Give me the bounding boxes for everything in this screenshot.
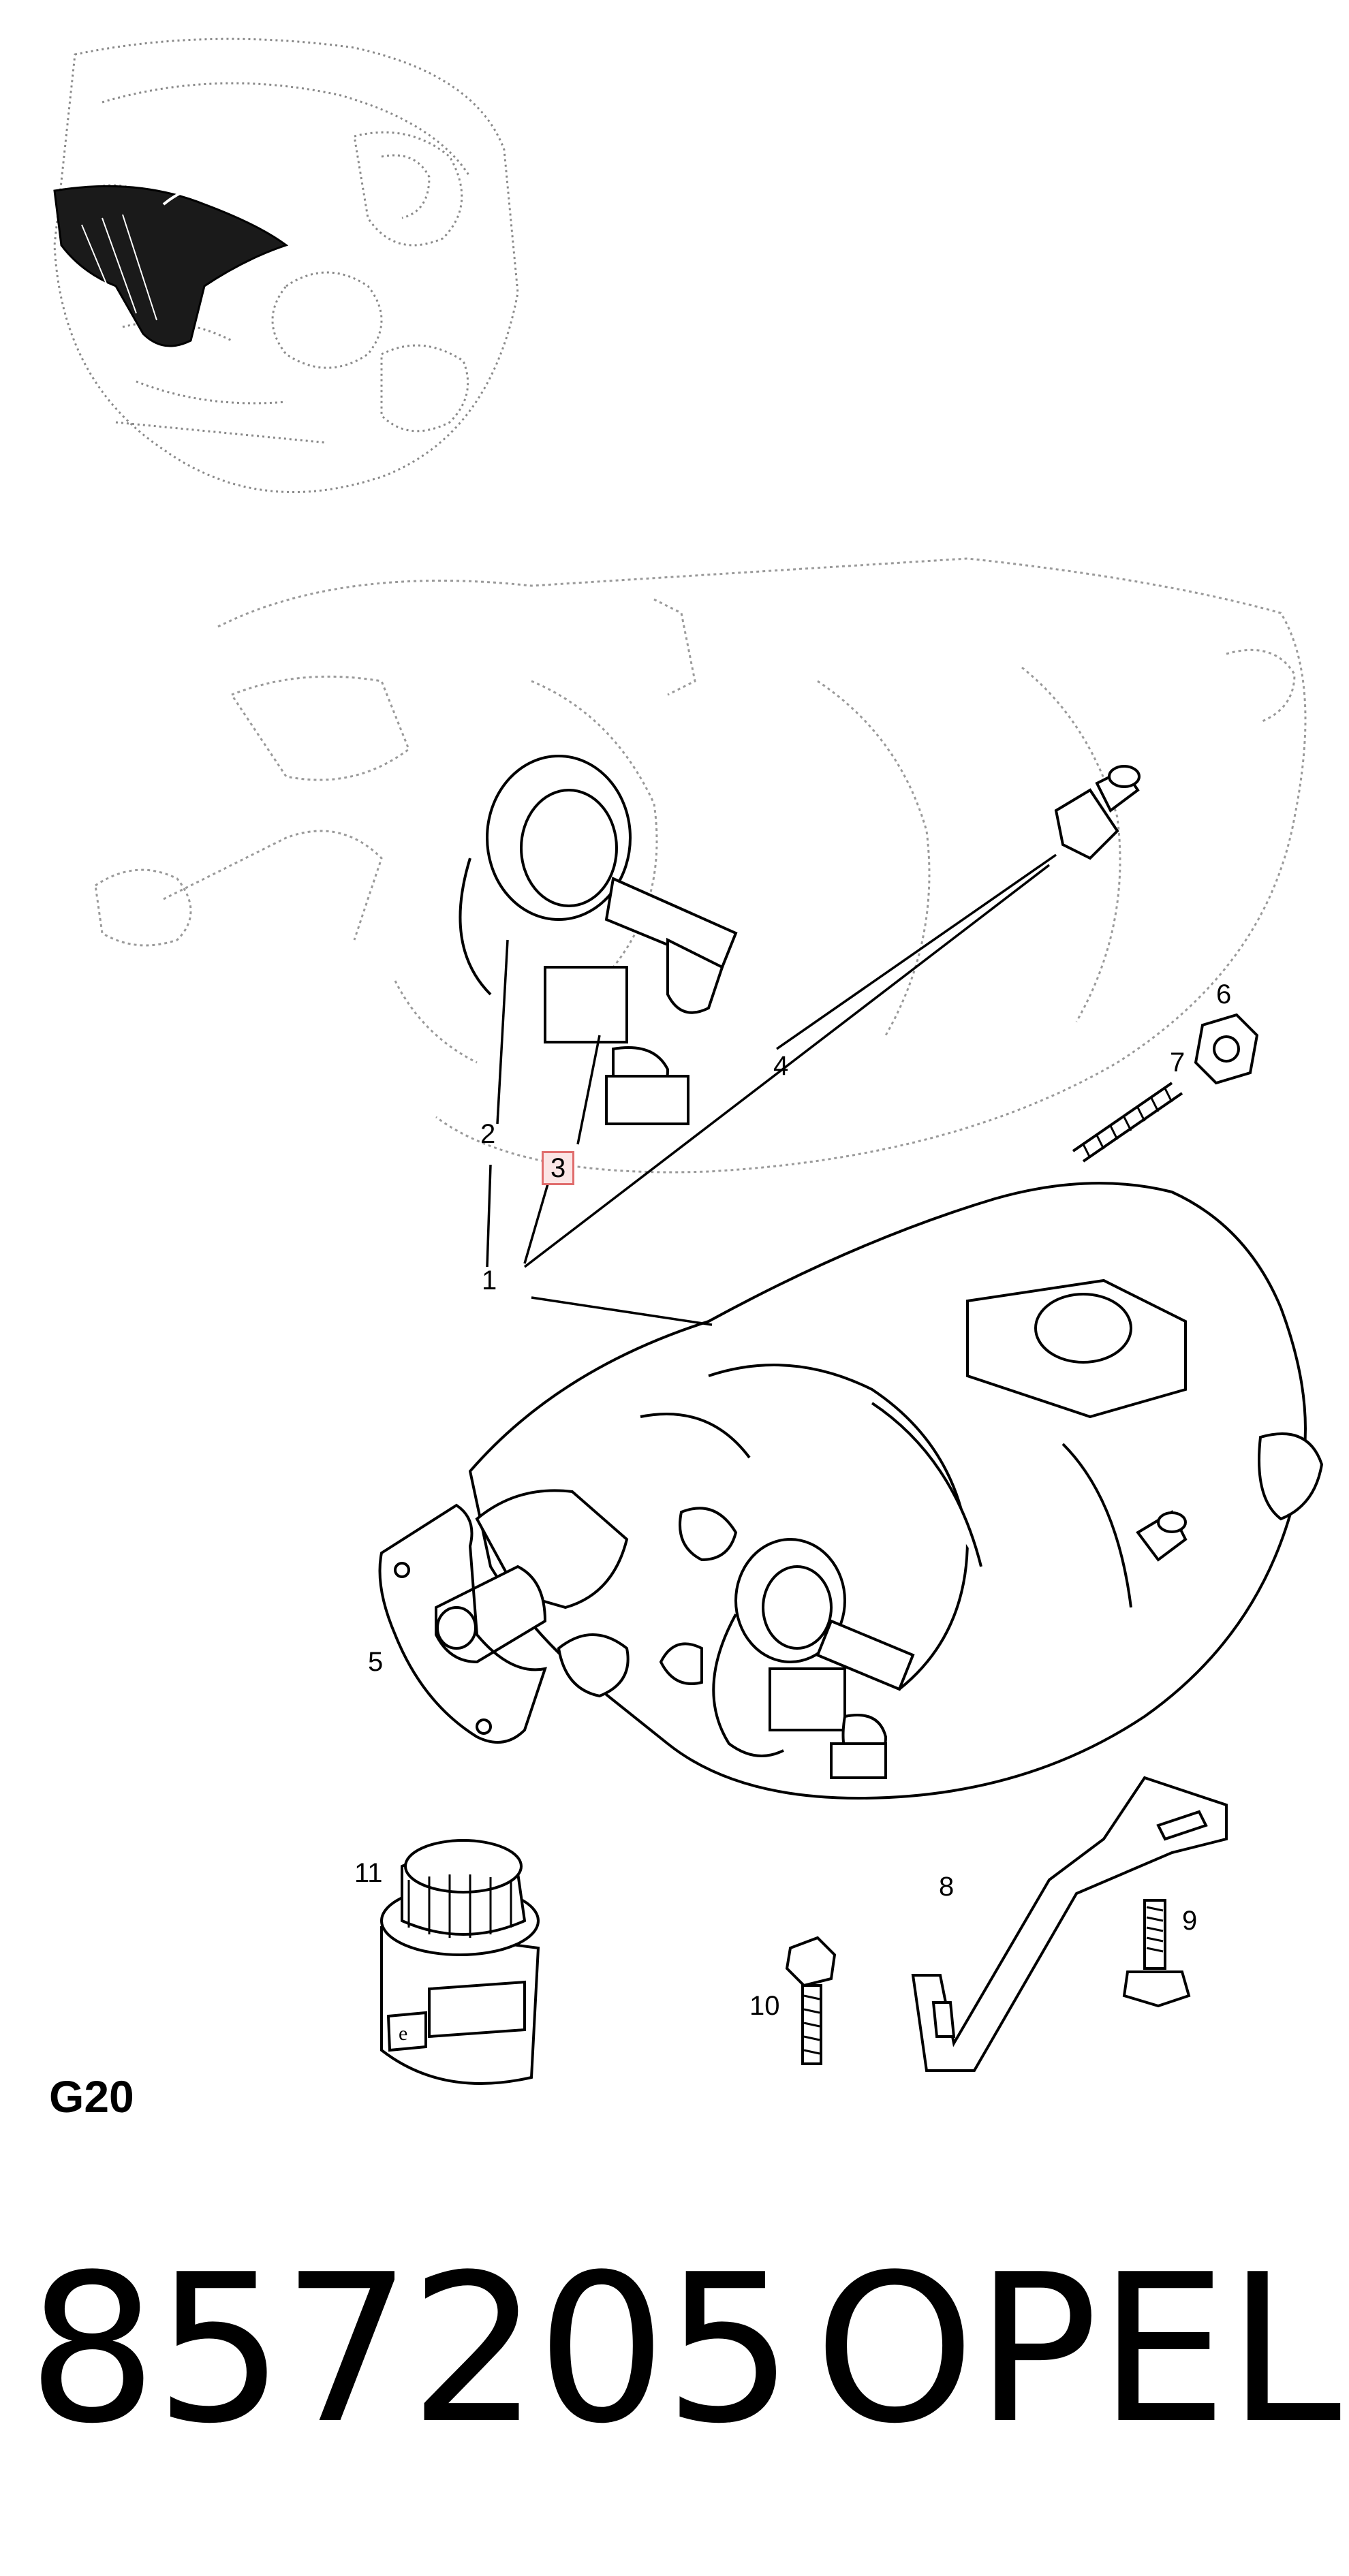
stud-icon — [1072, 1082, 1183, 1163]
intake-manifold — [435, 1182, 1324, 1800]
callout-11: 11 — [354, 1858, 383, 1888]
manifold-stud-upper — [1054, 765, 1141, 860]
callout-9: 9 — [1182, 1906, 1198, 1936]
callout-6: 6 — [1216, 979, 1232, 1009]
svg-text:e: e — [399, 2022, 407, 2045]
vacuum-actuator — [659, 1538, 915, 1779]
callout-7: 7 — [1170, 1048, 1185, 1078]
bolt-small-icon — [785, 1936, 837, 2065]
leader-lines — [486, 853, 1057, 1326]
nut-icon — [1194, 1013, 1259, 1085]
callout-8: 8 — [939, 1872, 955, 1902]
bolt-icon — [1122, 1899, 1191, 2008]
callout-1: 1 — [482, 1266, 497, 1295]
callout-3[interactable]: 3 — [542, 1151, 575, 1185]
brand-name: OPEL — [814, 2231, 1342, 2468]
callout-5: 5 — [368, 1647, 384, 1677]
intake-manifold-ghost — [94, 557, 1307, 1174]
engine-highlighted-manifold — [53, 184, 289, 347]
bracket-icon — [911, 1776, 1228, 2072]
engine-block-thumbnail — [53, 37, 519, 493]
callout-10: 10 — [749, 1991, 780, 2021]
part-number: 857205 — [27, 2231, 794, 2468]
sealant-tube-icon: e — [380, 1839, 540, 2085]
gasket-icon — [378, 1503, 547, 1744]
engine-code: G20 — [49, 2071, 134, 2122]
callout-2: 2 — [480, 1119, 496, 1149]
callout-4: 4 — [773, 1051, 789, 1081]
vacuum-actuator-upper — [459, 755, 738, 1125]
